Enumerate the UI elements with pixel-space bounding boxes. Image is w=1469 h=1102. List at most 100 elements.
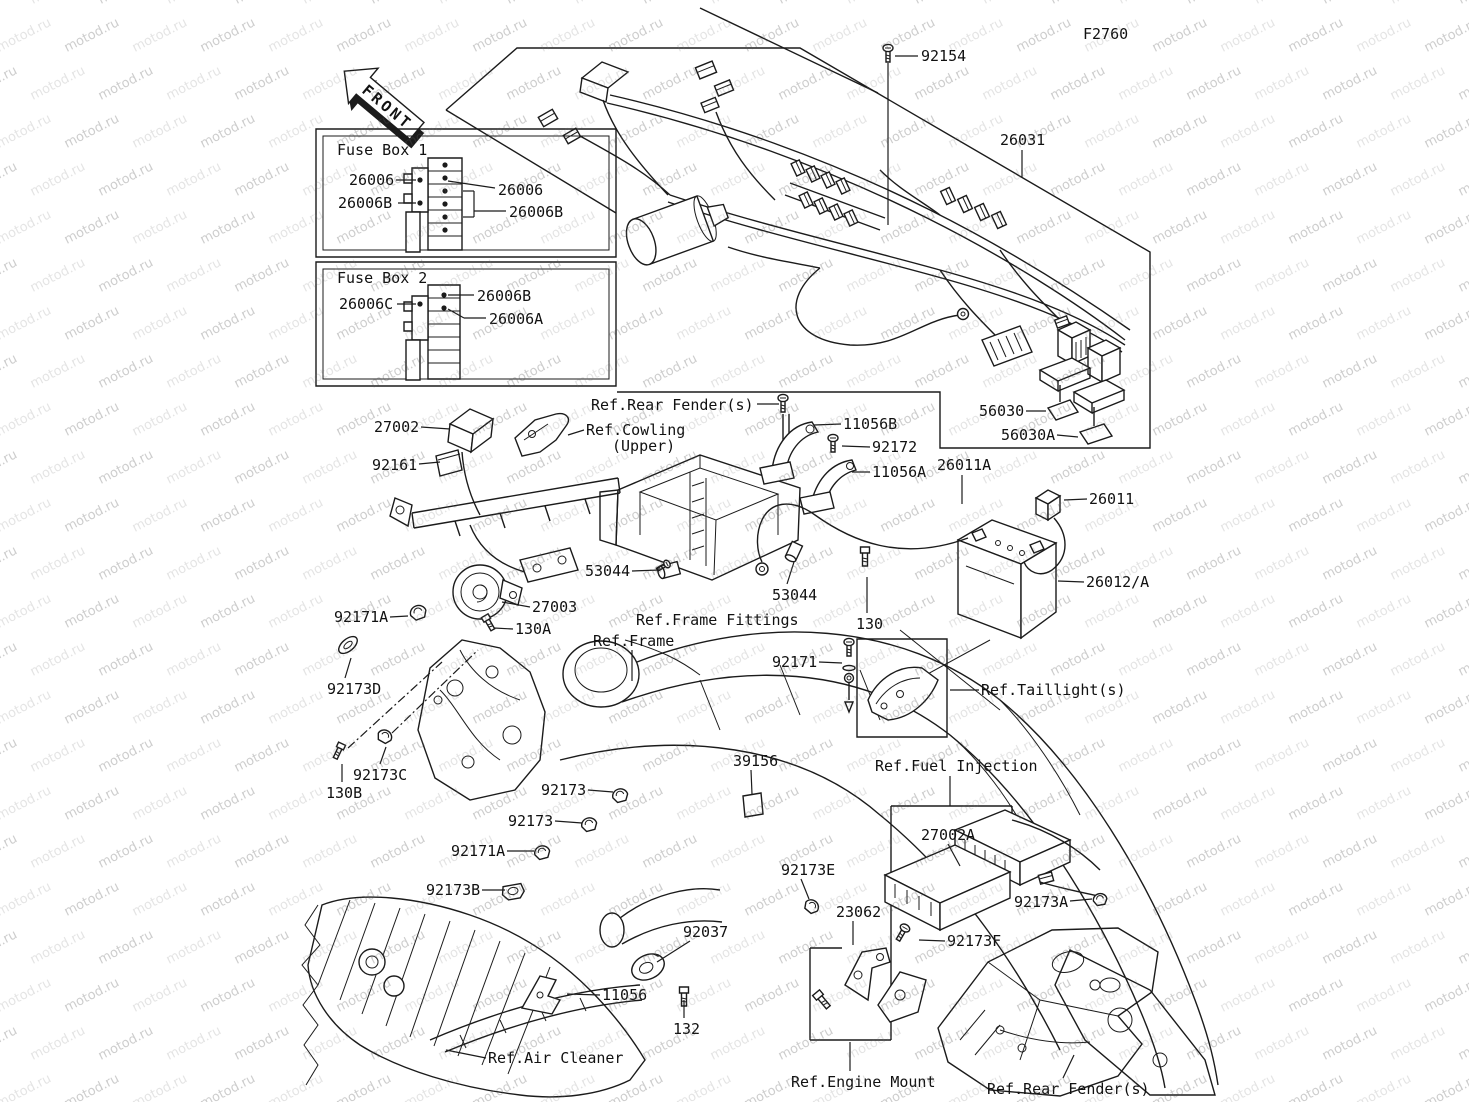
part-label: 26006A: [489, 310, 544, 328]
engine-drawing: [302, 897, 690, 1097]
dash-leader-line: [347, 661, 443, 749]
leader-line: [344, 657, 352, 679]
part-label: 56030: [979, 402, 1025, 420]
part-label: 11056B: [843, 415, 898, 433]
leader-line: [566, 993, 601, 996]
part-label: Ref.Engine Mount: [791, 1073, 936, 1091]
part-label: 92171A: [451, 842, 506, 860]
leader-line: [554, 820, 583, 824]
leader-line: [656, 940, 691, 963]
part-label: 92154: [921, 47, 967, 65]
leader-line: [818, 661, 843, 664]
leader-line: [567, 429, 585, 436]
part-label: 92173F: [947, 932, 1002, 950]
leader-line: [841, 445, 871, 448]
part-label: 26006B: [477, 287, 532, 305]
part-label: 92173E: [781, 861, 836, 879]
part-label: Fuse Box 2: [337, 269, 428, 287]
part-label: 26006B: [509, 203, 564, 221]
part-label: 92171: [772, 653, 818, 671]
bracket-parts-drawing: [760, 393, 856, 514]
leader-line: [1063, 498, 1088, 501]
leader-line: [447, 308, 465, 319]
part-label: 27002A: [921, 826, 976, 844]
leader-line: [1069, 898, 1093, 902]
leader-line: [918, 939, 946, 942]
wiring-harness-drawing: [537, 8, 1130, 444]
leader-line: [420, 426, 451, 430]
part-label: Ref.Air Cleaner: [488, 1049, 624, 1067]
fuel-injection-box: [810, 806, 1100, 1040]
leader-line: [447, 180, 496, 189]
part-label: 26012/A: [1086, 573, 1150, 591]
part-label: Ref.Rear Fender(s): [591, 396, 754, 414]
part-label: 26006C: [339, 295, 394, 313]
part-label: 53044: [585, 562, 631, 580]
battery-drawing: [756, 490, 1065, 638]
leader-line: [445, 1049, 487, 1059]
part-label: 11056: [602, 986, 648, 1004]
leader-line: [418, 461, 441, 465]
part-label: 56030A: [1001, 426, 1056, 444]
part-label: 26006: [498, 181, 544, 199]
part-label: 39156: [733, 752, 779, 770]
part-label: 26011A: [937, 456, 992, 474]
part-label: 130A: [515, 620, 552, 638]
part-label: Ref.Frame: [593, 632, 675, 650]
rear-fender-drawing: [938, 928, 1158, 1096]
part-label: 27002: [374, 418, 420, 436]
part-label: 92172: [872, 438, 918, 456]
part-label: 92173A: [1014, 893, 1069, 911]
part-label: 26011: [1089, 490, 1135, 508]
part-label: 92173: [541, 781, 587, 799]
pad-56030: [1048, 400, 1078, 420]
leader-line: [813, 423, 842, 426]
part-label: 92173C: [353, 766, 408, 784]
leader-line: [750, 769, 753, 795]
part-label: 53044: [772, 586, 818, 604]
battery-tray-drawing: [600, 455, 804, 580]
dash-leader-line: [391, 649, 479, 734]
leader-line: [493, 627, 514, 630]
leader-line: [947, 843, 961, 867]
leader-line: [631, 569, 661, 572]
leader-line: [379, 746, 387, 765]
leader-line: [800, 878, 810, 900]
part-label: 92173: [508, 812, 554, 830]
part-label: 92173B: [426, 881, 481, 899]
part-label: Ref.Taillight(s): [981, 681, 1126, 699]
engine-mount-box: [811, 948, 926, 1022]
fuse-box-1-panel: [316, 129, 616, 257]
part-label: (Upper): [612, 437, 676, 455]
part-label: 23062: [836, 903, 882, 921]
leader-line: [501, 601, 531, 608]
part-label: Fuse Box 1: [337, 141, 428, 159]
part-label: 11056A: [872, 463, 927, 481]
wiring-harness-box: [446, 48, 1150, 448]
cowling-stay-drawing: [390, 409, 620, 619]
part-label: 130B: [326, 784, 363, 802]
part-label: Ref.Rear Fender(s): [987, 1080, 1150, 1098]
leader-line: [1056, 434, 1079, 438]
taillight-box: [843, 637, 947, 737]
leader-line: [587, 789, 614, 793]
clamp-parts: [331, 558, 1109, 917]
part-label: 132: [673, 1020, 701, 1038]
part-label: F2760: [1083, 25, 1129, 43]
part-label: 92161: [372, 456, 418, 474]
part-label: Ref.Frame Fittings: [636, 611, 799, 629]
part-label: 130: [856, 615, 884, 633]
part-label: Ref.Cowling: [586, 421, 686, 439]
part-label: 92173D: [327, 680, 382, 698]
part-label: 27003: [532, 598, 578, 616]
leader-line: [786, 561, 795, 585]
leader-line: [1062, 1054, 1075, 1079]
frame-drawing: [418, 630, 1218, 1095]
pad-56030A: [1080, 424, 1112, 444]
leader-line: [389, 615, 409, 618]
part-label: 26006: [349, 171, 395, 189]
